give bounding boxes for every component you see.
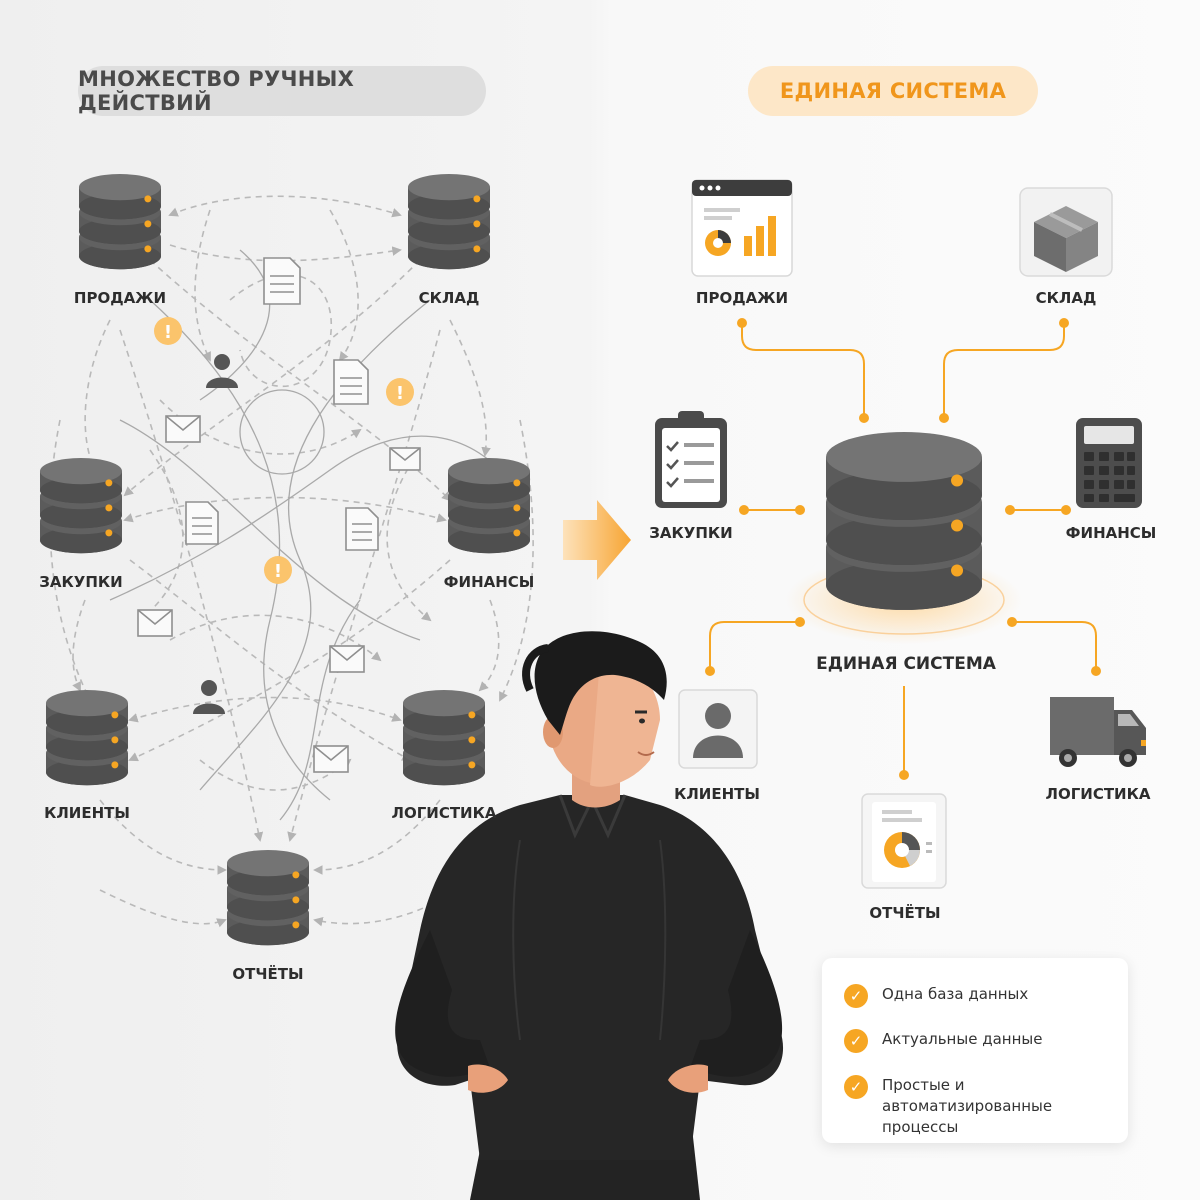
central-database-stack	[826, 432, 982, 610]
client-avatar-icon	[678, 689, 758, 769]
left-label-sales: ПРОДАЖИ	[73, 289, 167, 307]
database-sales-icon	[79, 174, 161, 270]
database-warehouse-icon	[408, 174, 490, 270]
svg-text:!: !	[274, 561, 282, 582]
user-icon	[206, 354, 238, 388]
document-icon	[345, 507, 379, 551]
document-icon	[263, 257, 301, 305]
warning-icon: !	[154, 317, 182, 345]
envelope-icon	[389, 447, 421, 471]
database-purchasing-icon	[40, 458, 122, 554]
connection-dots	[705, 318, 1101, 780]
unified-connections	[709, 323, 1097, 775]
user-icon	[193, 680, 225, 714]
unified-system-header: ЕДИНАЯ СИСТЕМА	[748, 66, 1038, 116]
database-logistics-icon	[403, 690, 485, 786]
check-icon: ✓	[844, 984, 868, 1008]
benefit-item: ✓ Простые и автоматизированные процессы	[844, 1075, 1132, 1138]
chaotic-connections	[49, 195, 534, 928]
document-icon	[333, 359, 369, 405]
right-label-sales: ПРОДАЖИ	[695, 289, 789, 307]
left-label-warehouse: СКЛАД	[418, 289, 480, 307]
check-icon: ✓	[844, 1029, 868, 1053]
center-system-label: ЕДИНАЯ СИСТЕМА	[816, 654, 996, 674]
svg-text:!: !	[164, 322, 172, 343]
envelope-icon	[313, 745, 349, 773]
left-label-reports: ОТЧЁТЫ	[232, 965, 304, 983]
manual-actions-header: МНОЖЕСТВО РУЧНЫХ ДЕЙСТВИЙ	[78, 66, 486, 116]
transition-arrow	[563, 500, 631, 580]
delivery-truck-icon	[1050, 697, 1146, 767]
svg-text:!: !	[396, 383, 404, 404]
benefit-text: Одна база данных	[882, 985, 1029, 1003]
warning-icon: !	[386, 378, 414, 406]
envelope-icon	[329, 645, 365, 673]
benefits-card: ✓ Одна база данных ✓ Актуальные данные ✓…	[822, 958, 1128, 1143]
left-label-clients: КЛИЕНТЫ	[44, 804, 130, 822]
central-database-icon	[826, 432, 982, 610]
right-label-purchasing: ЗАКУПКИ	[649, 524, 733, 542]
warehouse-box-icon	[1019, 187, 1113, 277]
envelope-icon	[165, 415, 201, 443]
left-label-purchasing: ЗАКУПКИ	[39, 573, 123, 591]
right-label-reports: ОТЧЁТЫ	[869, 904, 941, 922]
benefit-item: ✓ Актуальные данные	[844, 1029, 1132, 1053]
right-label-logistics: ЛОГИСТИКА	[1045, 785, 1151, 803]
envelope-icon	[137, 609, 173, 637]
database-clients-icon	[46, 690, 128, 786]
clipboard-checklist-icon	[655, 411, 727, 508]
left-databases	[40, 174, 530, 946]
benefit-item: ✓ Одна база данных	[844, 984, 1132, 1008]
right-label-clients: КЛИЕНТЫ	[674, 785, 760, 803]
calculator-icon	[1076, 418, 1142, 508]
report-chart-icon	[861, 793, 947, 889]
right-label-warehouse: СКЛАД	[1035, 289, 1097, 307]
warning-icon: !	[264, 556, 292, 584]
database-reports-icon	[227, 850, 309, 946]
sales-dashboard-icon	[691, 179, 793, 277]
benefit-text: Актуальные данные	[882, 1030, 1043, 1048]
left-label-finance: ФИНАНСЫ	[443, 573, 535, 591]
document-icon	[185, 501, 219, 545]
businessman-figure	[395, 631, 784, 1200]
check-icon: ✓	[844, 1075, 868, 1099]
database-finance-icon	[447, 458, 530, 554]
right-label-finance: ФИНАНСЫ	[1065, 524, 1157, 542]
left-label-logistics: ЛОГИСТИКА	[391, 804, 497, 822]
benefit-text: Простые и автоматизированные процессы	[882, 1076, 1053, 1136]
